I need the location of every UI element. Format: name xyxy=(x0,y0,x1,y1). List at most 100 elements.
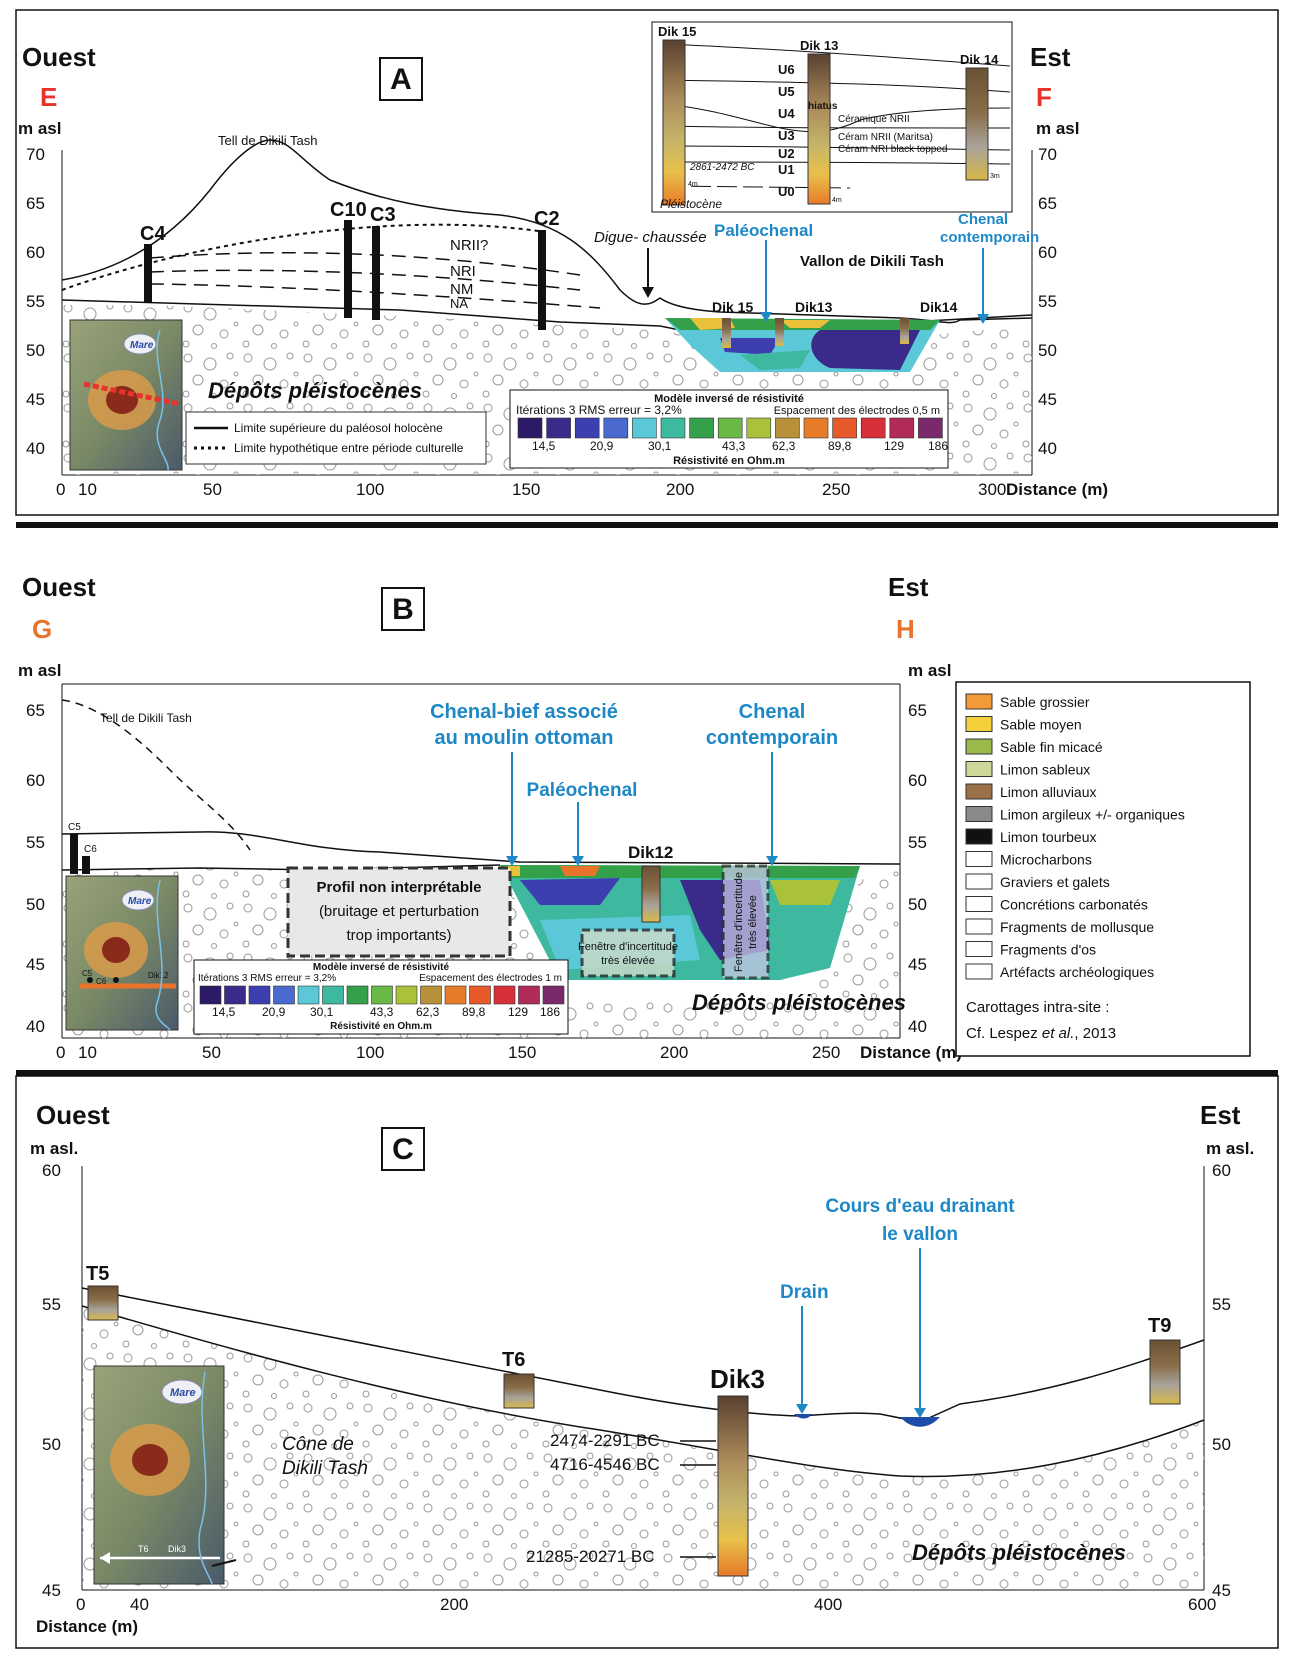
inset-label: Dik 15 xyxy=(658,24,696,39)
panel-separator xyxy=(16,522,1278,528)
uninterpretable-profile-box xyxy=(286,866,512,958)
y-tick: 45 xyxy=(1212,1581,1231,1600)
resistivity-low-zone xyxy=(811,330,920,370)
stream-water xyxy=(900,1417,940,1427)
uncertainty-label: Fenêtre d'incertitude xyxy=(578,941,678,953)
mare-label: Mare xyxy=(128,896,152,907)
tell-label: Tell de Dikili Tash xyxy=(100,711,192,725)
profile-end-code: H xyxy=(896,614,915,644)
paleochenal-arrowhead xyxy=(760,312,772,322)
mare-label: Mare xyxy=(170,1387,196,1399)
scale-swatch xyxy=(395,985,418,1005)
panel-letter-box xyxy=(379,57,423,101)
tell-label: Tell de Dikili Tash xyxy=(218,133,317,148)
scale-swatch xyxy=(717,417,743,439)
x-tick: 100 xyxy=(356,1043,384,1062)
core-label: C3 xyxy=(370,204,396,226)
drain-label: Drain xyxy=(780,1282,829,1303)
x-tick: 300 xyxy=(978,480,1006,499)
scale-unit: Résistivité en Ohm.m xyxy=(673,455,785,467)
legend-label: Fragments d'os xyxy=(1000,942,1096,958)
pleistocene-label: Dépôts pléistocènes xyxy=(912,1540,1126,1565)
scale-spacing: Espacement des électrodes 1 m xyxy=(419,973,562,984)
inset-core-dik14 xyxy=(965,67,989,181)
legend-swatch xyxy=(965,761,993,777)
y-tick: 55 xyxy=(1212,1295,1231,1314)
pleistocene-label: Dépôts pléistocènes xyxy=(208,378,422,403)
y-tick: 55 xyxy=(42,1295,61,1314)
uninterpretable-note: trop importants) xyxy=(346,927,451,944)
y-tick: 40 xyxy=(1038,439,1057,458)
core-dik14 xyxy=(900,318,909,344)
x-ticks: 0 40 200 400 600 xyxy=(76,1595,1216,1614)
date-label: 2474-2291 BC xyxy=(550,1431,660,1450)
chenal-label: contemporain xyxy=(940,229,1039,246)
legend-label: Artéfacts archéologiques xyxy=(1000,964,1154,980)
paleochenal-label: Paléochenal xyxy=(527,780,638,801)
x-tick: 0 xyxy=(56,1043,65,1062)
y-tick: 65 xyxy=(1038,194,1057,213)
scale-swatch xyxy=(918,417,943,439)
scale-value: 14,5 xyxy=(532,439,556,453)
scale-swatch xyxy=(444,985,467,1005)
y-tick: 65 xyxy=(26,701,45,720)
y-ticks-left: 70 65 60 55 50 45 40 xyxy=(26,145,45,458)
legend-swatch xyxy=(965,806,993,822)
core-c3 xyxy=(372,226,380,320)
y-tick: 50 xyxy=(26,341,45,360)
scale-swatch xyxy=(518,985,540,1005)
ground-surface xyxy=(81,1287,1205,1423)
resistivity-mid-zone xyxy=(740,350,810,370)
y-tick: 70 xyxy=(1038,145,1057,164)
y-tick: 40 xyxy=(26,1017,45,1036)
mare-pond xyxy=(123,333,157,355)
x-tick: 200 xyxy=(660,1043,688,1062)
panel-separator xyxy=(16,1070,1278,1076)
x-axis-title: Distance (m) xyxy=(860,1043,962,1062)
resistivity-hot-zone xyxy=(780,320,830,328)
scale-swatch xyxy=(546,417,571,439)
legend-label: Fragments de mollusque xyxy=(1000,919,1154,935)
trench-label: T9 xyxy=(1148,1315,1171,1337)
y-ticks-right: 70 65 60 55 50 45 40 xyxy=(1038,145,1057,458)
profile-start-code: E xyxy=(40,82,57,112)
chenal-bief-label: Chenal-bief associé xyxy=(430,701,618,723)
uncertainty-label: très élevée xyxy=(601,955,655,967)
scale-swatch xyxy=(803,417,829,439)
period-limit-nri xyxy=(149,269,581,291)
x-tick: 10 xyxy=(78,480,97,499)
scale-iterations: Itérations 3 RMS erreur = 3,2% xyxy=(198,973,336,984)
scale-swatch xyxy=(603,417,629,439)
period-limit-nm xyxy=(149,283,601,309)
x-tick: 250 xyxy=(822,480,850,499)
legend-swatch xyxy=(965,783,993,800)
paleochenal-label: Paléochenal xyxy=(714,221,813,240)
panel-a-frame xyxy=(15,9,1279,516)
core-label: C5 xyxy=(68,822,81,833)
scale-value: 129 xyxy=(884,439,904,453)
y-tick: 65 xyxy=(908,701,927,720)
scale-swatch xyxy=(860,417,886,439)
inset-date: 2861-2472 BC xyxy=(689,162,755,173)
y-tick: 60 xyxy=(26,243,45,262)
legend-reference: Carottages intra-site : xyxy=(966,999,1109,1016)
legend-swatch xyxy=(965,716,993,732)
scale-swatches xyxy=(517,417,943,439)
scale-swatch xyxy=(469,985,491,1005)
y-tick: 45 xyxy=(42,1581,61,1600)
legend-box xyxy=(185,411,487,465)
east-label: Est xyxy=(1200,1100,1241,1130)
y-tick: 55 xyxy=(26,833,45,852)
legend-label: Limon tourbeux xyxy=(1000,829,1097,845)
unit-label: U3 xyxy=(778,128,795,143)
trench-t9 xyxy=(1149,1339,1181,1405)
profile-end-code: F xyxy=(1036,82,1052,112)
scale-iterations: Itérations 3 RMS erreur = 3,2% xyxy=(516,403,682,417)
legend-swatch xyxy=(965,828,993,845)
x-tick: 10 xyxy=(78,1043,97,1062)
ground-surface xyxy=(61,139,1033,324)
east-label: Est xyxy=(888,572,929,602)
trench-label: T5 xyxy=(86,1263,109,1285)
panel-a: Ouest Est E F A m asl m asl 70 65 60 55 … xyxy=(15,9,1279,516)
